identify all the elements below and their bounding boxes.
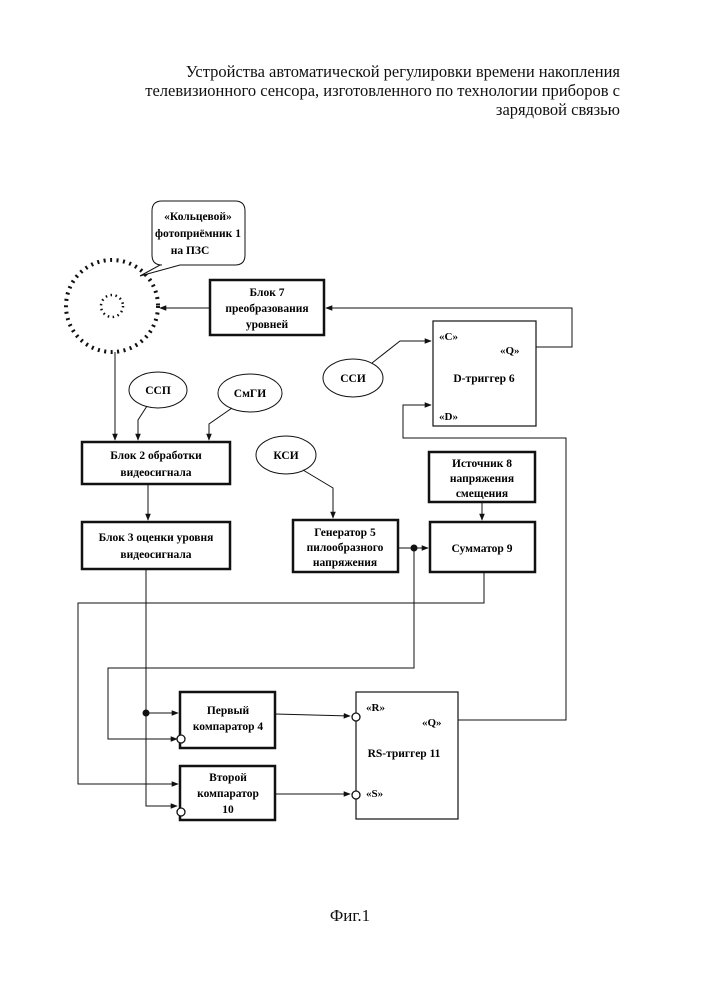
- comparator-10-line-3: 10: [222, 804, 234, 816]
- comparator-4-line-2: компаратор 4: [193, 721, 264, 733]
- rs-trigger-pin-q: «Q»: [422, 717, 442, 729]
- ring-callout-line-2: фотоприёмник 1: [155, 228, 241, 240]
- wire-ksi-to-generator5: [303, 470, 333, 518]
- generator-5-line-3: напряжения: [313, 557, 377, 569]
- block-3-level-estimation: Блок 3 оценки уровня видеосигнала: [82, 522, 230, 569]
- figure-caption: Фиг.1: [300, 906, 400, 926]
- ssi-signal-bubble: ССИ: [323, 359, 383, 397]
- wire-block3-to-comparator10: [146, 569, 177, 806]
- block-2-line-2: видеосигнала: [120, 467, 191, 479]
- comparator-4-inverting-input: [177, 735, 185, 743]
- smgi-signal-bubble: СмГИ: [218, 374, 282, 412]
- comparator-10: Второй компаратор 10: [177, 766, 275, 820]
- generator-5-sawtooth: Генератор 5 пилообразного напряжения: [293, 520, 398, 572]
- comparator-10-line-1: Второй: [209, 772, 247, 784]
- d-trigger-6: «C» «Q» D-триггер 6 «D»: [433, 321, 536, 426]
- block-2-video-processing: Блок 2 обработки видеосигнала: [82, 442, 230, 484]
- rs-trigger-s-input: [352, 791, 360, 799]
- rs-trigger-pin-r: «R»: [366, 702, 385, 714]
- wire-ssi-to-dtrigger-c: [372, 341, 431, 363]
- comparator-10-line-2: компаратор: [197, 788, 259, 800]
- d-trigger-pin-c: «C»: [439, 331, 458, 343]
- summator-9: Сумматор 9: [430, 522, 535, 572]
- generator-5-line-1: Генератор 5: [314, 527, 376, 539]
- rs-trigger-label: RS-триггер 11: [368, 748, 441, 760]
- block-7-level-converter: Блок 7 преобразования уровней: [210, 280, 324, 335]
- block-3-line-1: Блок 3 оценки уровня: [99, 532, 214, 544]
- block-7-line-1: Блок 7: [250, 287, 285, 299]
- wire-smgi-to-block2: [209, 408, 232, 440]
- d-trigger-pin-q: «Q»: [500, 345, 520, 357]
- generator-5-line-2: пилообразного: [307, 542, 384, 554]
- ssp-signal-bubble: ССП: [129, 372, 187, 408]
- ring-callout-line-1: «Кольцевой»: [164, 211, 232, 223]
- smgi-label: СмГИ: [234, 388, 266, 400]
- ksi-signal-bubble: КСИ: [256, 436, 316, 474]
- block-7-line-2: преобразования: [225, 303, 308, 315]
- block-2-line-1: Блок 2 обработки: [110, 450, 202, 462]
- block-3-line-2: видеосигнала: [120, 549, 191, 561]
- d-trigger-pin-d: «D»: [439, 411, 458, 423]
- comparator-4: Первый компаратор 4: [177, 692, 275, 748]
- ssi-label: ССИ: [340, 373, 366, 385]
- ring-callout: «Кольцевой» фотоприёмник 1 на ПЗС: [140, 201, 245, 276]
- ring-callout-line-3: на ПЗС: [171, 245, 210, 257]
- ssp-label: ССП: [145, 385, 171, 397]
- junction-dot-generator: [411, 545, 418, 552]
- summator-9-label: Сумматор 9: [452, 543, 513, 555]
- rs-trigger-pin-s: «S»: [366, 788, 383, 800]
- comparator-4-line-1: Первый: [207, 705, 250, 717]
- rs-trigger-11: «R» «Q» RS-триггер 11 «S»: [352, 692, 458, 819]
- wire-ssp-to-block2: [138, 406, 147, 440]
- source-8-bias-voltage: Источник 8 напряжения смещения: [429, 452, 535, 502]
- comparator-10-inverting-input: [177, 808, 185, 816]
- source-8-line-3: смещения: [456, 488, 508, 500]
- d-trigger-label: D-триггер 6: [453, 373, 515, 385]
- junction-dot-block3: [143, 710, 150, 717]
- block-7-line-3: уровней: [246, 319, 289, 331]
- wire-comparator4-to-r: [275, 714, 350, 716]
- source-8-line-1: Источник 8: [452, 458, 512, 470]
- rs-trigger-r-input: [352, 713, 360, 721]
- source-8-line-2: напряжения: [450, 473, 514, 485]
- ksi-label: КСИ: [273, 450, 298, 462]
